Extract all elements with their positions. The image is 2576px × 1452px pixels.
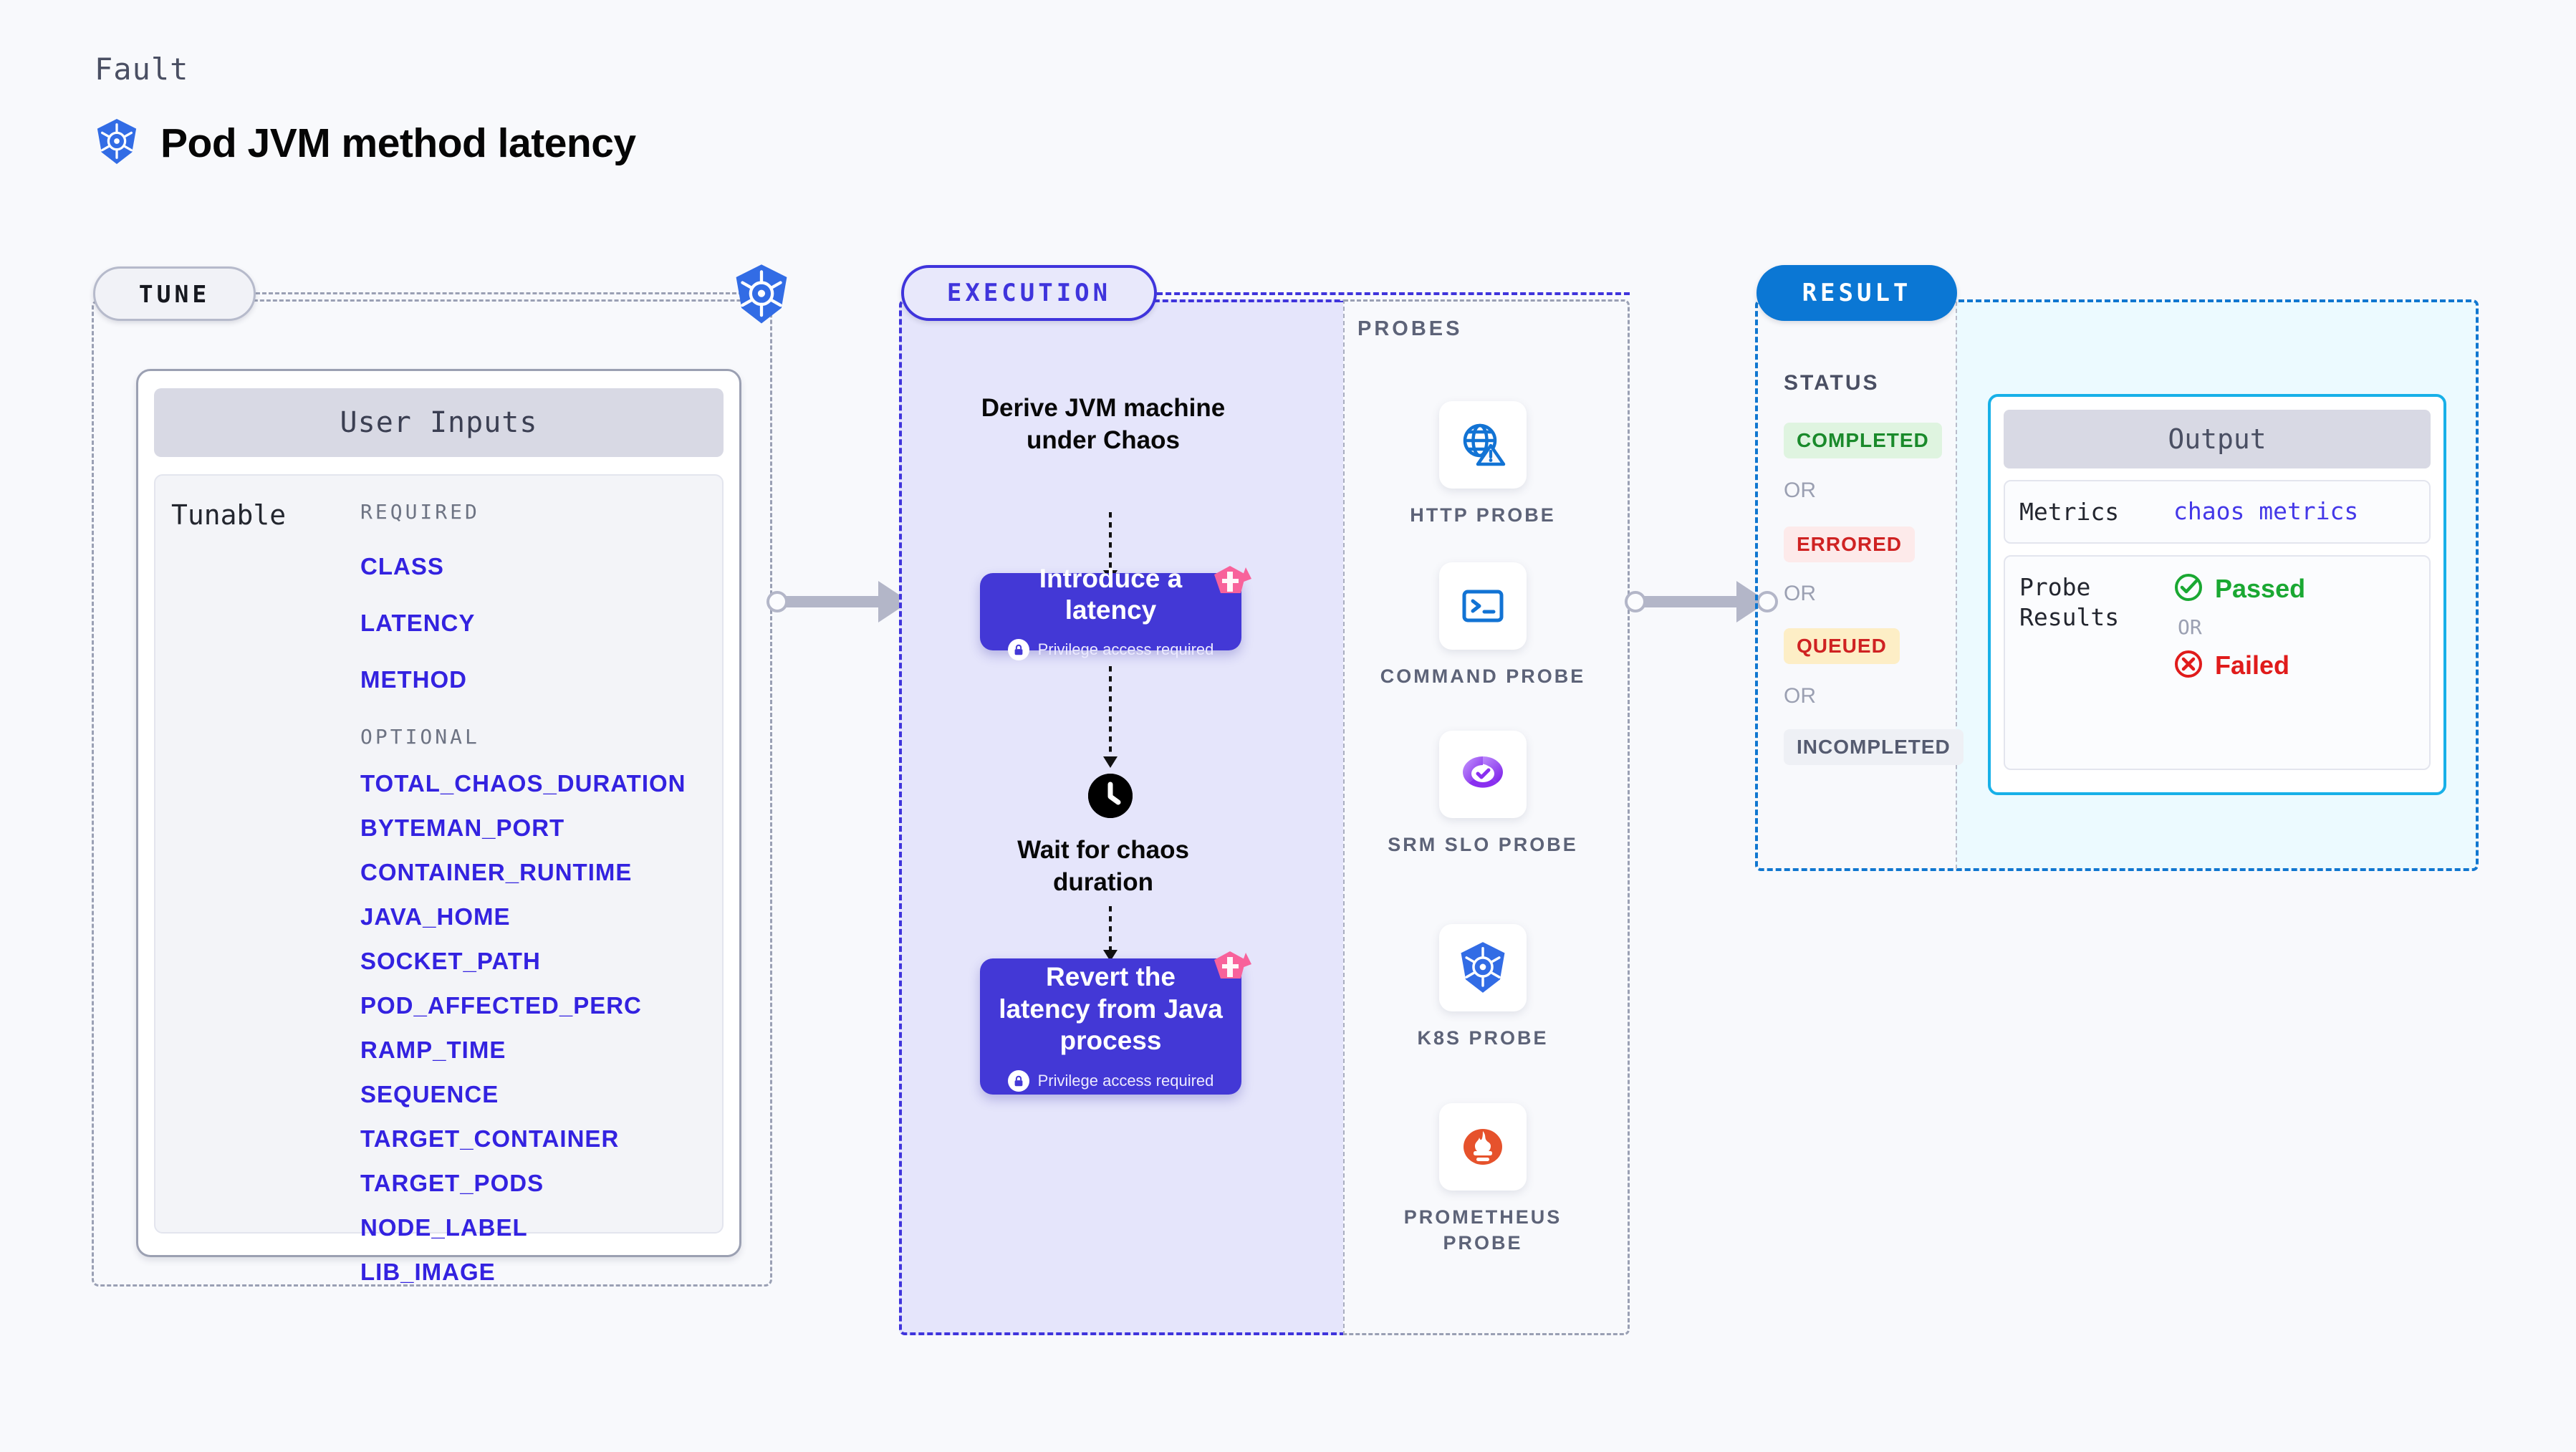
probe-command[interactable]: COMMAND PROBE <box>1375 562 1590 689</box>
user-inputs-card: User Inputs Tunable REQUIRED CLASS LATEN… <box>136 369 741 1285</box>
param-container-runtime[interactable]: CONTAINER_RUNTIME <box>360 859 633 885</box>
output-header: Output <box>2004 410 2431 468</box>
tunable-param-list: REQUIRED CLASS LATENCY METHOD OPTIONAL T… <box>350 500 702 1285</box>
prometheus-icon <box>1439 1103 1527 1191</box>
litmus-icon <box>1208 947 1253 991</box>
required-group-label: REQUIRED <box>360 500 480 524</box>
kubernetes-icon <box>1439 924 1527 1011</box>
step-privilege-note: Privilege access required <box>1007 639 1214 661</box>
param-latency[interactable]: LATENCY <box>360 610 476 636</box>
param-socket-path[interactable]: SOCKET_PATH <box>360 948 541 974</box>
param-method[interactable]: METHOD <box>360 666 467 693</box>
probe-label: K8S PROBE <box>1417 1027 1549 1049</box>
passed-label: Passed <box>2215 574 2306 604</box>
execution-region <box>899 299 1343 1335</box>
lock-icon <box>1007 639 1029 661</box>
status-or-2: OR <box>1784 582 1816 605</box>
privilege-text: Privilege access required <box>1037 1071 1214 1090</box>
execution-badge[interactable]: EXECUTION <box>901 265 1157 321</box>
step-introduce-latency[interactable]: Introduce a latency Privilege access req… <box>980 564 1251 661</box>
param-ramp-time[interactable]: RAMP_TIME <box>360 1037 506 1063</box>
status-or-3: OR <box>1784 684 1816 708</box>
output-probe-results-row: Probe Results Passed OR <box>2004 555 2431 771</box>
param-target-pods[interactable]: TARGET_PODS <box>360 1170 544 1196</box>
user-inputs-header: User Inputs <box>154 388 724 457</box>
probe-label: SRM SLO PROBE <box>1388 834 1578 855</box>
param-total-chaos-duration[interactable]: TOTAL_CHAOS_DURATION <box>360 770 686 797</box>
metrics-key: Metrics <box>2019 498 2120 526</box>
tune-region <box>92 299 772 1287</box>
result-badge[interactable]: RESULT <box>1756 265 1957 321</box>
probes-label: PROBES <box>1357 317 1463 340</box>
optional-group-label: OPTIONAL <box>360 725 480 749</box>
derive-step-label: Derive JVM machine under Chaos <box>981 394 1226 454</box>
litmus-icon <box>1208 562 1253 606</box>
privilege-text: Privilege access required <box>1037 640 1214 659</box>
param-java-home[interactable]: JAVA_HOME <box>360 903 511 930</box>
failed-label: Failed <box>2215 650 2290 681</box>
page-title-row: Pod JVM method latency <box>95 118 636 168</box>
terminal-icon <box>1439 562 1527 650</box>
tune-to-execution-arrow <box>766 577 910 627</box>
status-or-1: OR <box>1784 479 1816 502</box>
flow-arrow-3 <box>1109 906 1112 960</box>
probe-http[interactable]: HTTP PROBE <box>1375 401 1590 528</box>
param-target-container[interactable]: TARGET_CONTAINER <box>360 1125 620 1152</box>
status-badge-errored: ERRORED <box>1784 527 1916 562</box>
probe-label: COMMAND PROBE <box>1380 665 1586 687</box>
metrics-value[interactable]: chaos metrics <box>2173 497 2359 525</box>
slo-gauge-icon <box>1439 731 1527 818</box>
page-title: Pod JVM method latency <box>160 120 636 166</box>
probe-results-key: Probe Results <box>2019 573 2120 631</box>
clock-icon <box>1088 774 1133 818</box>
flow-arrow-1 <box>1109 512 1112 580</box>
execution-connector-line <box>1157 292 1630 295</box>
tune-connector-line <box>256 292 743 294</box>
param-byteman-port[interactable]: BYTEMAN_PORT <box>360 814 565 841</box>
tune-badge[interactable]: TUNE <box>93 266 256 321</box>
probe-label: HTTP PROBE <box>1410 504 1556 526</box>
kubernetes-icon <box>95 118 139 168</box>
step-privilege-note: Privilege access required <box>1007 1069 1214 1092</box>
flow-arrow-2 <box>1109 666 1112 766</box>
param-class[interactable]: CLASS <box>360 553 444 580</box>
probe-label: PROMETHEUS PROBE <box>1403 1206 1562 1254</box>
probe-result-or: OR <box>2178 615 2202 640</box>
result-column-divider <box>1956 302 1957 869</box>
probe-prometheus[interactable]: PROMETHEUS PROBE <box>1375 1103 1590 1256</box>
status-badge-queued: QUEUED <box>1784 628 1900 664</box>
check-circle-icon <box>2173 572 2203 605</box>
step-revert-latency[interactable]: Revert the latency from Java process Pri… <box>980 951 1251 1095</box>
probe-srm-slo[interactable]: SRM SLO PROBE <box>1375 731 1590 857</box>
probe-result-failed: Failed <box>2173 649 2305 682</box>
step-title: Revert the latency from Java process <box>999 962 1223 1056</box>
probe-result-passed: Passed <box>2173 572 2305 605</box>
lock-icon <box>1007 1069 1029 1092</box>
kubernetes-icon <box>732 264 791 324</box>
status-badge-incompleted: INCOMPLETED <box>1784 729 1964 765</box>
execution-to-result-arrow <box>1625 577 1778 627</box>
page-kicker: Fault <box>95 52 189 87</box>
wait-step-label: Wait for chaos duration <box>1017 836 1189 896</box>
output-metrics-row: Metrics chaos metrics <box>2004 480 2431 544</box>
status-label: STATUS <box>1784 371 1880 395</box>
output-card: Output Metrics chaos metrics Probe Resul… <box>1988 394 2446 795</box>
probe-k8s[interactable]: K8S PROBE <box>1375 924 1590 1051</box>
tunable-label: Tunable <box>171 499 287 531</box>
x-circle-icon <box>2173 649 2203 682</box>
status-badge-completed: COMPLETED <box>1784 423 1942 458</box>
param-sequence[interactable]: SEQUENCE <box>360 1081 499 1107</box>
probe-results-values: Passed OR Failed <box>2173 572 2305 682</box>
globe-warning-icon <box>1439 401 1527 489</box>
result-region <box>1755 299 2479 871</box>
param-lib-image[interactable]: LIB_IMAGE <box>360 1259 496 1285</box>
step-title: Introduce a latency <box>1039 563 1183 625</box>
param-node-label[interactable]: NODE_LABEL <box>360 1214 528 1241</box>
param-pod-affected-perc[interactable]: POD_AFFECTED_PERC <box>360 992 642 1019</box>
tunable-section: Tunable REQUIRED CLASS LATENCY METHOD OP… <box>154 474 724 1285</box>
